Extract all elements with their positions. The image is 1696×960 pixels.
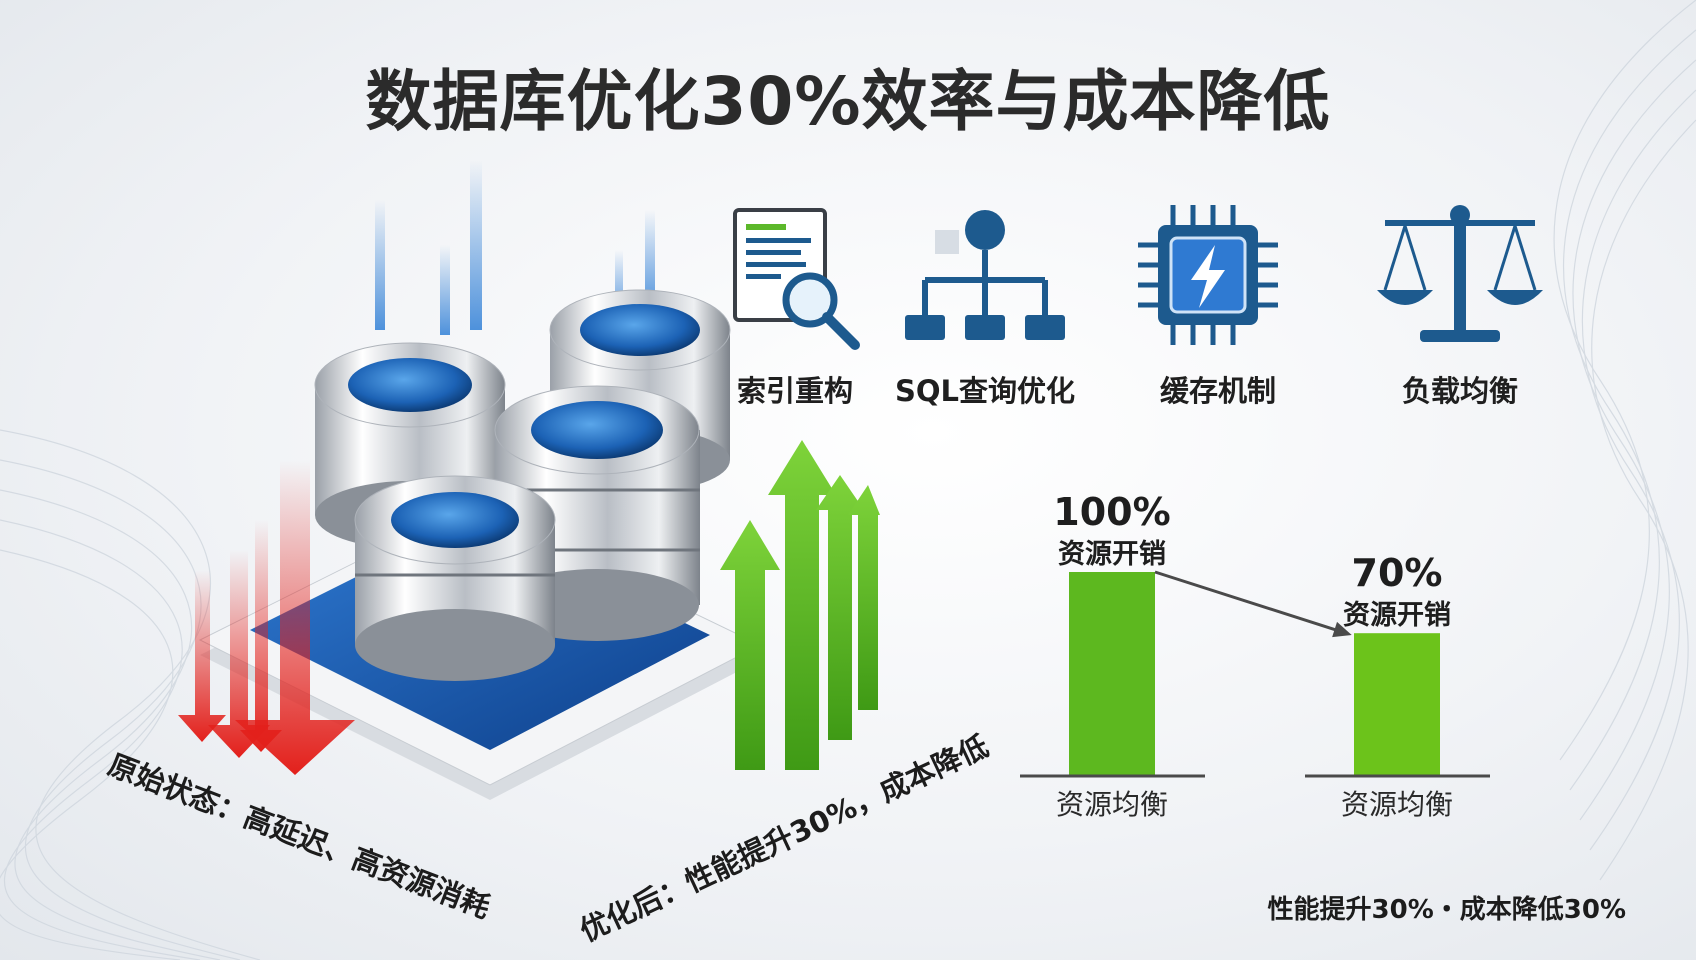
icon-label-sql: SQL查询优化 — [894, 374, 1076, 408]
cache-chip-icon — [1138, 205, 1278, 345]
footer-summary: 性能提升30%・成本降低30% — [1267, 895, 1626, 925]
icon-sql — [900, 205, 1070, 355]
sql-query-icon — [905, 210, 1065, 340]
trend-arrow-line — [1154, 570, 1347, 635]
icon-cache — [1133, 200, 1303, 350]
up-arrows-icon — [720, 440, 880, 770]
icon-label-balance: 负载均衡 — [1401, 374, 1518, 408]
database-illustration — [198, 160, 750, 800]
icon-label-cache: 缓存机制 — [1159, 374, 1276, 408]
down-arrows-icon — [178, 460, 355, 775]
bar-value-label: 100% — [1053, 490, 1171, 534]
icon-label-index: 索引重构 — [736, 374, 853, 408]
bar-value-label: 70% — [1351, 551, 1443, 596]
trend-arrow-head — [1332, 621, 1352, 638]
index-rebuild-icon — [733, 208, 860, 350]
category-label: 资源均衡 — [1340, 788, 1453, 821]
bar-sub-label: 资源开销 — [1343, 600, 1451, 632]
icon-index — [710, 200, 880, 350]
category-label: 资源均衡 — [1055, 788, 1168, 821]
page-title: 数据库优化30%效率与成本降低 — [365, 63, 1331, 140]
icon-balance — [1375, 200, 1545, 350]
bar-chart — [1020, 570, 1490, 778]
balance-scale-icon — [1377, 205, 1543, 342]
bar-1 — [1354, 633, 1440, 776]
bar-0 — [1069, 572, 1155, 776]
bar-sub-label: 资源开销 — [1058, 539, 1166, 570]
